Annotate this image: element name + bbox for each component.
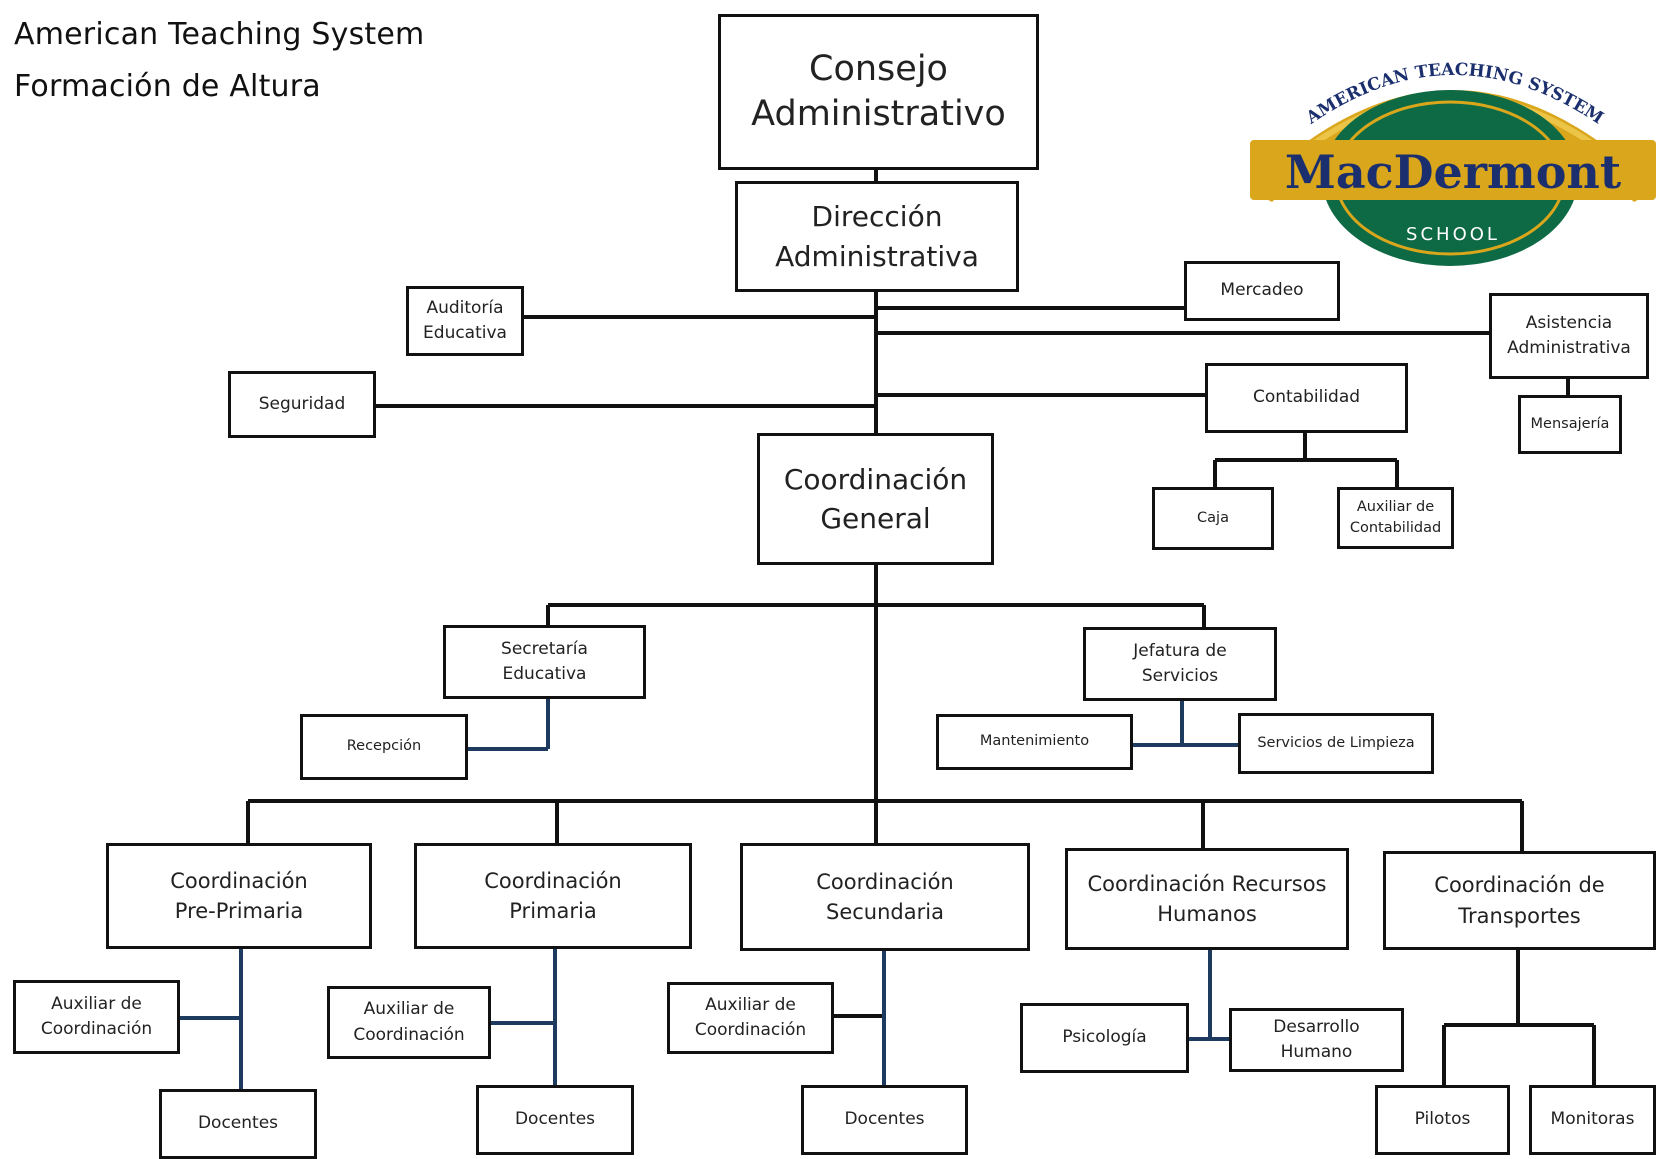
- node-docentes-secundaria: Docentes: [801, 1085, 968, 1155]
- node-servicios-limpieza: Servicios de Limpieza: [1238, 713, 1434, 774]
- svg-text:MacDermont: MacDermont: [1285, 145, 1622, 199]
- node-auxiliar-coordinacion-secundaria: Auxiliar de Coordinación: [667, 982, 834, 1054]
- node-coordinacion-secundaria: Coordinación Secundaria: [740, 843, 1030, 951]
- page-title: American Teaching System: [14, 17, 425, 52]
- node-mensajeria: Mensajería: [1518, 395, 1622, 454]
- node-caja: Caja: [1152, 487, 1274, 550]
- node-secretaria-educativa: Secretaría Educativa: [443, 625, 646, 699]
- node-desarrollo-humano: Desarrollo Humano: [1229, 1008, 1404, 1072]
- page-subtitle: Formación de Altura: [14, 69, 321, 104]
- node-coordinacion-general: Coordinación General: [757, 433, 994, 565]
- node-jefatura-servicios: Jefatura de Servicios: [1083, 627, 1277, 701]
- node-auditoria-educativa: Auditoría Educativa: [406, 286, 524, 356]
- node-docentes-preprimaria: Docentes: [159, 1089, 317, 1159]
- node-pilotos: Pilotos: [1375, 1085, 1510, 1155]
- node-consejo-administrativo: Consejo Administrativo: [718, 14, 1039, 170]
- node-coordinacion-preprimaria: Coordinación Pre-Primaria: [106, 843, 372, 949]
- node-recepcion: Recepción: [300, 714, 468, 780]
- node-direccion-administrativa: Dirección Administrativa: [735, 181, 1019, 292]
- node-auxiliar-coordinacion-primaria: Auxiliar de Coordinación: [327, 986, 491, 1059]
- node-monitoras: Monitoras: [1529, 1085, 1656, 1155]
- node-coordinacion-primaria: Coordinación Primaria: [414, 843, 692, 949]
- node-seguridad: Seguridad: [228, 371, 376, 438]
- node-coordinacion-transportes: Coordinación de Transportes: [1383, 851, 1656, 950]
- node-docentes-primaria: Docentes: [476, 1085, 634, 1155]
- node-mantenimiento: Mantenimiento: [936, 714, 1133, 770]
- node-auxiliar-contabilidad: Auxiliar de Contabilidad: [1337, 487, 1454, 549]
- node-auxiliar-coordinacion-preprimaria: Auxiliar de Coordinación: [13, 980, 180, 1054]
- node-psicologia: Psicología: [1020, 1003, 1189, 1073]
- node-coordinacion-recursos-humanos: Coordinación Recursos Humanos: [1065, 848, 1349, 950]
- svg-text:SCHOOL: SCHOOL: [1406, 224, 1500, 245]
- node-mercadeo: Mercadeo: [1184, 261, 1340, 321]
- node-contabilidad: Contabilidad: [1205, 363, 1408, 433]
- macdermont-logo: AMERICAN TEACHING SYSTEM MacDermont SCHO…: [1250, 60, 1656, 266]
- node-asistencia-administrativa: Asistencia Administrativa: [1489, 293, 1649, 379]
